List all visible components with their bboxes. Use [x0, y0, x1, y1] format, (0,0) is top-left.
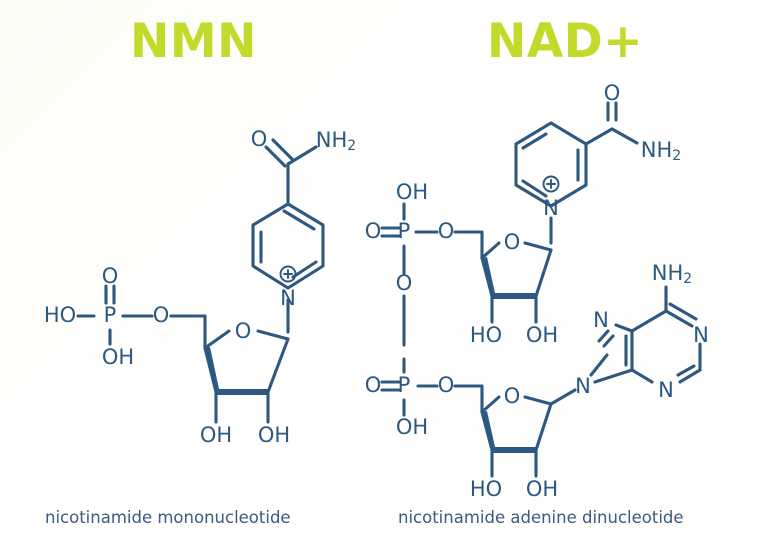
atom-label-o-ring-nmn: O: [235, 319, 252, 343]
atom-label-n3-adenine: N: [658, 378, 674, 402]
atom-label-o-carbonyl: O: [251, 127, 268, 151]
atom-label-o-ring-lower: O: [504, 384, 521, 408]
atom-label-p-nmn: P: [104, 303, 117, 327]
atom-label-oh-lower-phosphate: OH: [396, 415, 428, 439]
atom-label-o-pyrophosphate-bridge: O: [396, 271, 413, 295]
molecule-caption-nmn: nicotinamide mononucleotide: [45, 508, 291, 527]
atom-label-p-lower: P: [398, 373, 411, 397]
atom-label-o-phosphoryl-upper: O: [365, 219, 382, 243]
atom-label-o-bridge-nmn: O: [153, 303, 170, 327]
charge-circle-pyridinium: [279, 265, 297, 283]
atom-label-nh2-adenine: NH2: [652, 261, 692, 287]
atom-label-n7-adenine: N: [593, 308, 609, 332]
atom-label-o-ring-upper: O: [504, 230, 521, 254]
atom-label-n-pyridinium-nad: N: [543, 196, 559, 220]
atom-label-o-carbonyl-nad: O: [604, 81, 621, 105]
atom-label-oh-3prime-nmn: OH: [200, 423, 232, 447]
atom-label-o-phosphoryl-lower: O: [365, 373, 382, 397]
molecule-title-nad: NAD+: [487, 14, 644, 69]
atom-label-o-bridge-upper: O: [438, 219, 455, 243]
atom-label-nh2-amide-nad: NH2: [641, 138, 681, 164]
atom-label-p-upper: P: [398, 219, 411, 243]
molecule-title-nmn: NMN: [130, 14, 257, 69]
molecule-caption-nad: nicotinamide adenine dinucleotide: [398, 508, 684, 527]
atom-label-n1-adenine: N: [693, 323, 709, 347]
atom-label-oh-2prime-nmn: OH: [258, 423, 290, 447]
atom-label-ho-3prime-upper: HO: [470, 323, 502, 347]
atom-label-oh-2prime-upper: OH: [526, 323, 558, 347]
atom-label-o-bridge-lower: O: [438, 373, 455, 397]
atom-label-n9-adenine: N: [575, 374, 591, 398]
atom-label-oh-2prime-lower: OH: [526, 477, 558, 501]
atom-label-ho-phosphate-nmn: HO: [44, 303, 76, 327]
charge-circle-pyridinium-nad: [542, 175, 560, 193]
atom-label-ho-3prime-lower: HO: [470, 477, 502, 501]
atom-label-n-pyridinium: N: [280, 286, 296, 310]
atom-label-oh-phosphate-nmn: OH: [102, 345, 134, 369]
atom-label-oh-upper-phosphate: OH: [396, 180, 428, 204]
atom-label-o-phosphoryl-nmn: O: [102, 264, 119, 288]
